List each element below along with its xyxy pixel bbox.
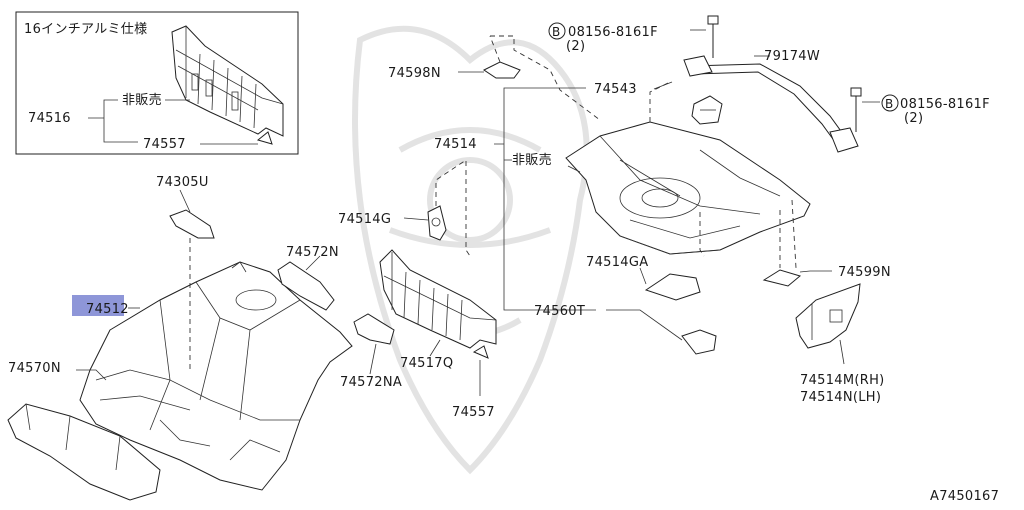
spare-tire-well-74514 [565,121,811,255]
callout-74599N[interactable]: 74599N [838,265,891,280]
part-74560T [681,329,717,355]
rear-floor-pan-74512 [79,261,353,491]
part-74572NA [353,313,395,345]
callout-74514[interactable]: 74514 [434,137,477,152]
callout-bolt-2[interactable]: 08156-8161F [900,97,990,112]
callout-74572N[interactable]: 74572N [286,245,339,260]
strap-79174W [683,55,859,153]
callout-74543[interactable]: 74543 [594,82,637,97]
inset-box: 16インチアルミ仕様 非販売 74516 74557 [15,11,299,155]
callout-74514N[interactable]: 74514N(LH) [800,390,881,405]
callout-74514M[interactable]: 74514M(RH) [800,373,885,388]
callout-74560T[interactable]: 74560T [534,304,585,319]
inset-part-74516 [171,25,284,137]
callout-74305U[interactable]: 74305U [156,175,209,190]
leader-lines [76,29,880,396]
part-74599N [762,269,802,287]
leader-74598N [489,35,601,121]
leaders-74514 [649,81,797,269]
callout-79174W[interactable]: 79174W [764,49,820,64]
inset-title: 16インチアルミ仕様 [24,22,147,37]
bracket-74570N [7,403,161,501]
bracket-74305U [169,209,215,239]
callout-74512[interactable]: 74512 [86,302,129,317]
callout-74572NA[interactable]: 74572NA [340,375,402,390]
inset-part-number-74516: 74516 [28,111,71,126]
callout-74514G[interactable]: 74514G [338,212,391,227]
bolt-symbol-2-icon: B [881,94,899,112]
part-74514G [427,205,447,241]
part-74598N [483,61,521,79]
inset-part-number-74557: 74557 [143,137,186,152]
bolt-symbol-2: B [885,97,893,111]
inset-part-74557 [256,131,273,145]
bolt-top-icon [707,15,719,58]
callout-74557[interactable]: 74557 [452,405,495,420]
callout-74514GA[interactable]: 74514GA [586,255,648,270]
callout-not-for-sale: 非販売 [512,152,552,168]
part-74557 [472,345,489,359]
crossmember-74517Q [379,249,497,349]
callout-74598N[interactable]: 74598N [388,66,441,81]
callout-74570N[interactable]: 74570N [8,361,61,376]
part-74514M-N [795,283,861,349]
diagram-code: A7450167 [930,489,999,504]
bumper-74543 [691,95,723,125]
selected-part-highlight [72,295,124,316]
callout-bolt-1[interactable]: 08156-8161F [568,25,658,40]
bolt-symbol-1: B [552,25,560,39]
watermark-emblem [352,25,590,475]
part-74514GA [644,273,701,301]
leader-74514G [435,159,471,257]
callout-74517Q[interactable]: 74517Q [400,356,453,371]
callout-bolt-2-qty: (2) [904,111,923,126]
inset-not-for-sale-label: 非販売 [122,92,162,108]
part-74572N [277,261,335,311]
bolt-symbol-1-icon: B [548,22,566,40]
bolt-right-icon [850,87,862,132]
callout-bolt-1-qty: (2) [566,39,585,54]
